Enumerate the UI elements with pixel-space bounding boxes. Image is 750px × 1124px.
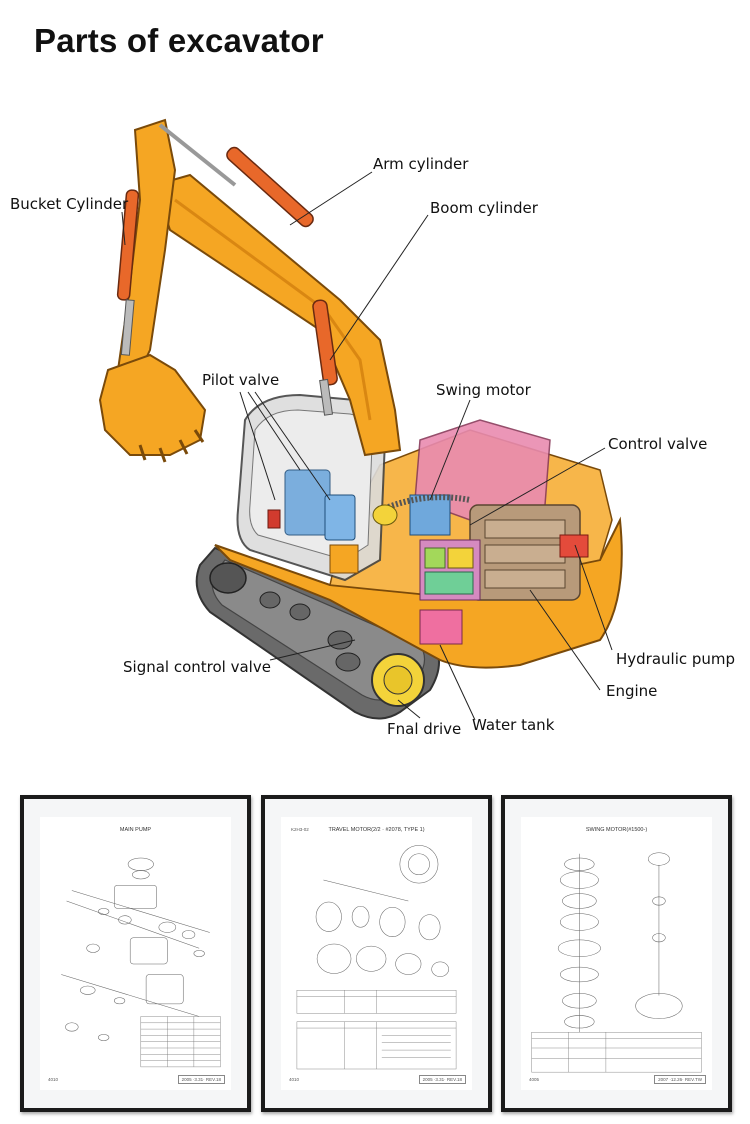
arm-cylinder-part bbox=[158, 123, 314, 228]
water-tank-part bbox=[419, 609, 463, 645]
exploded-view-drawing bbox=[296, 845, 457, 1070]
callout-hydraulic-pump: Hydraulic pump bbox=[616, 650, 736, 668]
control-valve-part bbox=[419, 539, 481, 601]
engine-part bbox=[469, 504, 581, 601]
swing-gear bbox=[368, 494, 471, 518]
excavator-diagram: Bucket Cylinder Arm cylinder Boom cylind… bbox=[0, 70, 750, 760]
callout-bucket-cylinder: Bucket Cylinder bbox=[10, 195, 129, 213]
manual-frame-swing-motor: SWING MOTOR(#1500-) bbox=[501, 795, 732, 1112]
manual-page-number: 4010 bbox=[289, 1077, 300, 1082]
callout-signal-control-valve: Signal control valve bbox=[123, 658, 271, 676]
callout-swing-motor: Swing motor bbox=[436, 381, 531, 399]
boom-cylinder-part bbox=[312, 299, 338, 416]
hydraulic-pump-part bbox=[559, 534, 589, 558]
bucket-cylinder-part bbox=[116, 189, 140, 356]
manual-title: TRAVEL MOTOR(2/2 · #2078, TYPE 1) bbox=[328, 827, 425, 833]
manual-frame-main-pump: MAIN PUMP bbox=[20, 795, 251, 1112]
bucket bbox=[98, 353, 207, 463]
excavator-illustration bbox=[98, 118, 623, 721]
manual-frame-travel-motor: K2H3-02 TRAVEL MOTOR(2/2 · #2078, TYPE 1… bbox=[261, 795, 492, 1112]
boom bbox=[153, 173, 402, 457]
leader-lines bbox=[121, 171, 613, 721]
callout-control-valve: Control valve bbox=[608, 435, 708, 453]
callout-arm-cylinder: Arm cylinder bbox=[373, 155, 469, 173]
callout-water-tank: Water tank bbox=[472, 716, 555, 734]
manual-sheet: SWING MOTOR(#1500-) bbox=[521, 817, 712, 1090]
exploded-view-drawing bbox=[531, 852, 702, 1073]
manual-title: SWING MOTOR(#1500-) bbox=[585, 827, 648, 833]
callout-boom-cylinder: Boom cylinder bbox=[430, 199, 538, 217]
callout-engine: Engine bbox=[606, 682, 658, 700]
swivel-joint-part bbox=[372, 504, 398, 526]
hydraulic-tank-part bbox=[329, 544, 359, 574]
manual-code: K2H3-02 bbox=[291, 827, 309, 832]
exploded-view-drawing bbox=[61, 857, 221, 1068]
manual-sheet: K2H3-02 TRAVEL MOTOR(2/2 · #2078, TYPE 1… bbox=[281, 817, 472, 1090]
callout-pilot-valve: Pilot valve bbox=[202, 371, 280, 389]
callout-final-drive: Fnal drive bbox=[387, 720, 462, 738]
manual-revision: 2005 ·3.31· REV.18 bbox=[418, 1075, 466, 1084]
manual-page-number: 4005 bbox=[529, 1077, 540, 1082]
manual-revision: 2007 ·12.26· REV.TW bbox=[654, 1075, 706, 1084]
manual-revision: 2005 ·3.31· REV.18 bbox=[177, 1075, 225, 1084]
page-title: Parts of excavator bbox=[34, 22, 324, 59]
manual-sheet: MAIN PUMP bbox=[40, 817, 231, 1090]
cab bbox=[236, 393, 387, 582]
manual-page-number: 4010 bbox=[48, 1077, 59, 1082]
final-drive-part bbox=[371, 653, 425, 707]
manual-title: MAIN PUMP bbox=[119, 827, 152, 833]
